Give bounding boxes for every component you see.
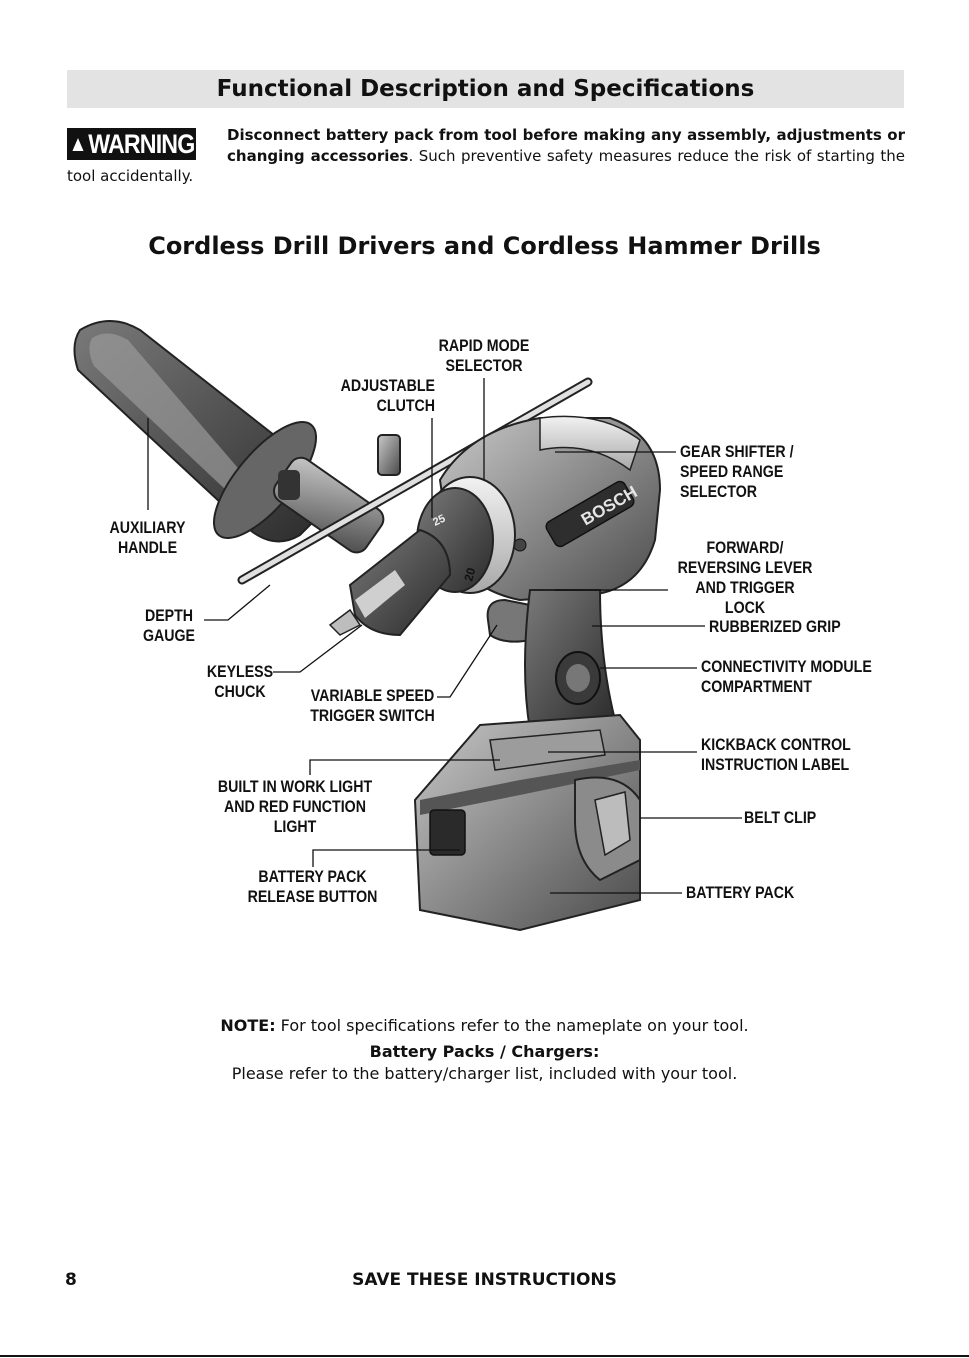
label-rubberized-grip: RUBBERIZED GRIP	[709, 618, 841, 636]
trigger-shape	[486, 598, 531, 643]
label-connectivity-module: CONNECTIVITY MODULE COMPARTMENT	[701, 658, 872, 696]
clutch-number-25: 25	[431, 513, 447, 529]
keyless-chuck-shape	[328, 528, 452, 637]
warning-badge-label: WARNING	[88, 128, 195, 159]
battery-pack-shape	[413, 713, 641, 932]
label-adjustable-clutch: ADJUSTABLE CLUTCH	[340, 377, 435, 415]
label-kickback-control: KICKBACK CONTROL INSTRUCTION LABEL	[701, 736, 851, 774]
label-forward-reversing: FORWARD/ REVERSING LEVER AND TRIGGER LOC…	[677, 539, 813, 617]
warning-triangle-icon: ▲	[68, 131, 88, 156]
drill-diagram: BOSCH 20 25	[73, 320, 742, 932]
section-title: Cordless Drill Drivers and Cordless Hamm…	[148, 232, 821, 260]
warning-badge: ▲ WARNING	[67, 128, 196, 160]
label-gear-shifter: GEAR SHIFTER / SPEED RANGE SELECTOR	[680, 443, 794, 501]
label-auxiliary-handle: AUXILIARY HANDLE	[109, 519, 186, 557]
footer-text: SAVE THESE INSTRUCTIONS	[352, 1270, 617, 1290]
label-battery-pack: BATTERY PACK	[686, 884, 795, 902]
label-keyless-chuck: KEYLESS CHUCK	[206, 663, 274, 701]
auxiliary-handle-shape	[73, 320, 385, 554]
clutch-number-20: 20	[461, 566, 478, 583]
battery-heading: Battery Packs / Chargers:	[369, 1042, 600, 1061]
battery-text: Please refer to the battery/charger list…	[231, 1064, 738, 1083]
note-text: For tool specifications refer to the nam…	[275, 1016, 749, 1035]
note-label: NOTE:	[220, 1016, 276, 1035]
page-number: 8	[65, 1270, 77, 1290]
depth-gauge-shape	[237, 377, 593, 585]
note-line: NOTE: For tool specifications refer to t…	[0, 1015, 969, 1037]
label-variable-speed-trigger: VARIABLE SPEED TRIGGER SWITCH	[310, 687, 435, 725]
label-battery-release-button: BATTERY PACK RELEASE BUTTON	[247, 868, 378, 906]
label-belt-clip: BELT CLIP	[744, 809, 817, 827]
label-work-light: BUILT IN WORK LIGHT AND RED FUNCTION LIG…	[217, 778, 373, 836]
leader-lines	[147, 378, 742, 894]
warning-bold-text: Disconnect battery pack from tool before…	[227, 126, 905, 165]
warning-rest-text: . Such preventive safety measures reduce…	[67, 146, 905, 186]
label-rapid-mode-selector: RAPID MODE SELECTOR	[438, 337, 530, 375]
header-bar: Functional Description and Specification…	[67, 70, 904, 108]
page-title: Functional Description and Specification…	[216, 76, 755, 102]
label-depth-gauge: DEPTH GAUGE	[142, 607, 196, 645]
bottom-rule	[0, 1355, 969, 1357]
grip-shape	[524, 589, 617, 732]
warning-text: Disconnect battery pack from tool before…	[67, 125, 905, 187]
